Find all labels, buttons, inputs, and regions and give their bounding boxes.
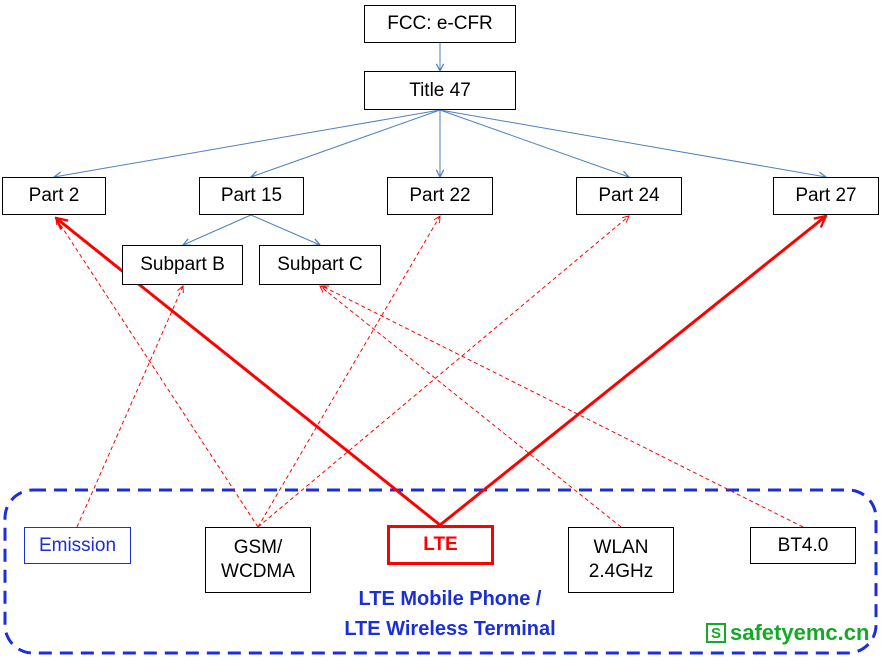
node-fcc-ecfr: FCC: e-CFR bbox=[364, 5, 516, 43]
device-caption: LTE Mobile Phone / LTE Wireless Terminal bbox=[330, 584, 570, 644]
arrow-part15-to-subpart-c bbox=[250, 214, 320, 245]
node-subpart-c: Subpart C bbox=[259, 245, 381, 285]
node-part-15: Part 15 bbox=[199, 177, 304, 215]
arrow-title47-to-part27 bbox=[439, 109, 826, 177]
node-title-47: Title 47 bbox=[364, 71, 516, 110]
caption-line-2: LTE Wireless Terminal bbox=[344, 618, 556, 640]
arrow-wlan-to-subpart-c bbox=[320, 286, 622, 528]
arrow-lte-to-part27 bbox=[439, 216, 826, 527]
arrow-title47-to-part2 bbox=[54, 109, 441, 177]
mapping-arrows-dashed bbox=[56, 216, 804, 528]
arrow-title47-to-part15 bbox=[251, 109, 441, 177]
mapping-arrows-lte bbox=[56, 216, 826, 527]
watermark-text: safetyemc.cn bbox=[730, 620, 870, 645]
node-part-22: Part 22 bbox=[387, 177, 493, 215]
arrow-emission-to-subpart-b bbox=[76, 286, 183, 528]
node-emission: Emission bbox=[24, 527, 131, 564]
node-wlan: WLAN 2.4GHz bbox=[568, 527, 674, 593]
node-part-24: Part 24 bbox=[576, 177, 682, 215]
arrow-title47-to-part24 bbox=[439, 109, 629, 177]
node-gsm-wcdma: GSM/ WCDMA bbox=[205, 527, 311, 593]
arrow-lte-to-part2 bbox=[56, 218, 441, 527]
hierarchy-arrows bbox=[54, 43, 826, 245]
node-part-27: Part 27 bbox=[773, 177, 879, 215]
caption-line-1: LTE Mobile Phone / bbox=[358, 588, 542, 610]
node-part-2: Part 2 bbox=[2, 177, 106, 215]
arrow-part15-to-subpart-b bbox=[183, 214, 252, 245]
arrow-gsm-to-part2 bbox=[56, 218, 259, 528]
arrow-bt-to-subpart-c bbox=[322, 286, 804, 528]
device-group-boundary bbox=[3, 488, 878, 655]
watermark: S safetyemc.cn bbox=[706, 620, 869, 646]
watermark-logo-icon: S bbox=[706, 623, 726, 643]
node-lte: LTE bbox=[387, 525, 494, 565]
arrow-gsm-to-part24 bbox=[257, 216, 629, 528]
node-subpart-b: Subpart B bbox=[122, 245, 243, 285]
node-bt40: BT4.0 bbox=[750, 527, 856, 564]
